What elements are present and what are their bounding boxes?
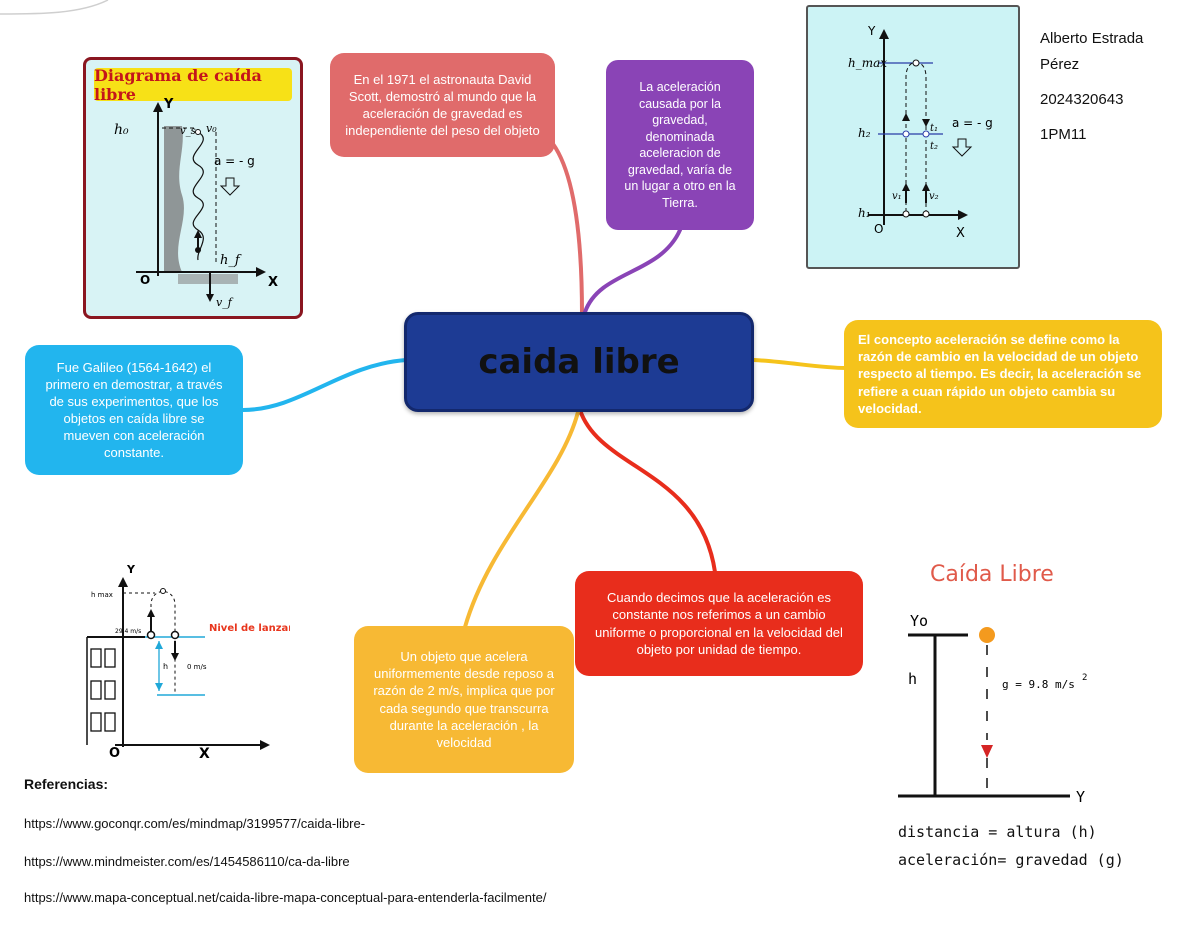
node-acceleration-concept-text: El concepto aceleración se define como l… — [858, 332, 1142, 416]
central-topic[interactable]: caida libre — [404, 312, 754, 412]
node-gravity-variation[interactable]: La aceleración causada por la gravedad, … — [606, 60, 754, 230]
free-fall-diagram-figure: h₀ Y v₀ v_s a = - g h_f O X v_f — [114, 97, 278, 309]
node-acceleration-concept[interactable]: El concepto aceleración se define como l… — [844, 320, 1162, 428]
corner-arc — [0, 0, 109, 15]
node-galileo[interactable]: Fue Galileo (1564-1642) el primero en de… — [25, 345, 243, 475]
label-origin1: O — [140, 273, 150, 287]
label-x2: X — [956, 226, 965, 241]
author-id: 2024320643 — [1040, 91, 1124, 108]
branch-concept — [752, 358, 848, 370]
label-origin3: O — [109, 746, 120, 761]
label-y-caida: Y — [1076, 788, 1085, 805]
label-vf: v_f — [216, 296, 234, 309]
label-h-caida: h — [908, 670, 917, 688]
label-accel1: a = - g — [214, 154, 255, 168]
node-constant-acceleration[interactable]: Cuando decimos que la aceleración es con… — [575, 571, 863, 676]
label-level3: Nivel de lanzamiento — [209, 623, 290, 634]
branch-galileo — [241, 358, 408, 412]
label-g: g = 9.8 m/s — [1002, 678, 1075, 691]
label-origin2: O — [874, 222, 883, 236]
label-h3: h — [163, 662, 168, 671]
label-h1: h₁ — [858, 206, 871, 220]
caida-libre-figure: Yo h g = 9.8 m/s 2 Y — [898, 612, 1087, 805]
branch-scott — [548, 138, 584, 316]
caida-libre-title: Caída Libre — [930, 562, 1054, 587]
vertical-throw-diagram-panel: Y h_max h₂ h₁ t₁ t₂ a = - g v₁ v₂ O X — [806, 5, 1020, 269]
free-fall-diagram-title: Diagrama de caída libre — [94, 66, 292, 104]
caida-line-acceleration: aceleración= gravedad (g) — [898, 851, 1124, 869]
branch-gravity — [583, 228, 682, 314]
branch-uniform — [463, 410, 580, 629]
reference-link[interactable]: https://www.mindmeister.com/es/145458611… — [24, 854, 350, 869]
central-topic-label: caida libre — [478, 341, 680, 382]
label-t1: t₁ — [930, 123, 938, 134]
references-title: Referencias: — [24, 776, 109, 792]
label-y1: Y — [163, 97, 174, 112]
label-hmax3: h max — [91, 591, 113, 599]
branch-constant — [578, 408, 717, 574]
label-t2: t₂ — [930, 141, 938, 152]
node-uniform-acceleration-text: Un objeto que acelera uniformemente desd… — [373, 649, 555, 750]
label-x3: X — [199, 746, 210, 762]
caida-line-distance: distancia = altura (h) — [898, 823, 1097, 841]
label-g-exp: 2 — [1082, 673, 1087, 683]
label-h0: h₀ — [114, 122, 129, 138]
label-accel2: a = - g — [952, 116, 993, 130]
label-vs: v_s — [180, 126, 196, 137]
reference-link[interactable]: https://www.mapa-conceptual.net/caida-li… — [24, 890, 547, 905]
label-y3: Y — [126, 563, 136, 576]
launch-diagram-figure: Y h max 29.4 m/s 0 m/s h Nivel de lanzam… — [86, 563, 290, 762]
label-zero3: 0 m/s — [187, 663, 207, 671]
node-gravity-variation-text: La aceleración causada por la gravedad, … — [624, 80, 736, 210]
node-uniform-acceleration[interactable]: Un objeto que acelera uniformemente desd… — [354, 626, 574, 773]
node-galileo-text: Fue Galileo (1564-1642) el primero en de… — [45, 359, 223, 461]
free-fall-diagram-panel: Diagrama de caída libre h₀ Y v₀ v_s a = … — [83, 57, 303, 319]
author-name: Alberto Estrada — [1040, 30, 1144, 47]
label-v1: v₁ — [892, 191, 902, 202]
author-group: 1PM11 — [1040, 126, 1087, 143]
label-v0: v₀ — [206, 122, 217, 135]
author-surname: Pérez — [1040, 56, 1080, 73]
node-david-scott-text: En el 1971 el astronauta David Scott, de… — [345, 71, 540, 139]
node-david-scott[interactable]: En el 1971 el astronauta David Scott, de… — [330, 53, 555, 157]
label-hmax2: h_max — [848, 56, 887, 70]
label-x1: X — [268, 275, 278, 290]
label-y2: Y — [867, 24, 876, 38]
vertical-throw-diagram-figure: Y h_max h₂ h₁ t₁ t₂ a = - g v₁ v₂ O X — [848, 24, 993, 241]
reference-link[interactable]: https://www.goconqr.com/es/mindmap/31995… — [24, 816, 366, 831]
label-h2: h₂ — [858, 126, 871, 140]
label-v2: v₂ — [929, 191, 939, 202]
launch-diagram: Y h max 29.4 m/s 0 m/s h Nivel de lanzam… — [75, 555, 290, 773]
label-hf: h_f — [220, 253, 242, 268]
label-speed3: 29.4 m/s — [115, 628, 141, 635]
node-constant-acceleration-text: Cuando decimos que la aceleración es con… — [595, 590, 843, 657]
label-yo: Yo — [910, 612, 928, 630]
